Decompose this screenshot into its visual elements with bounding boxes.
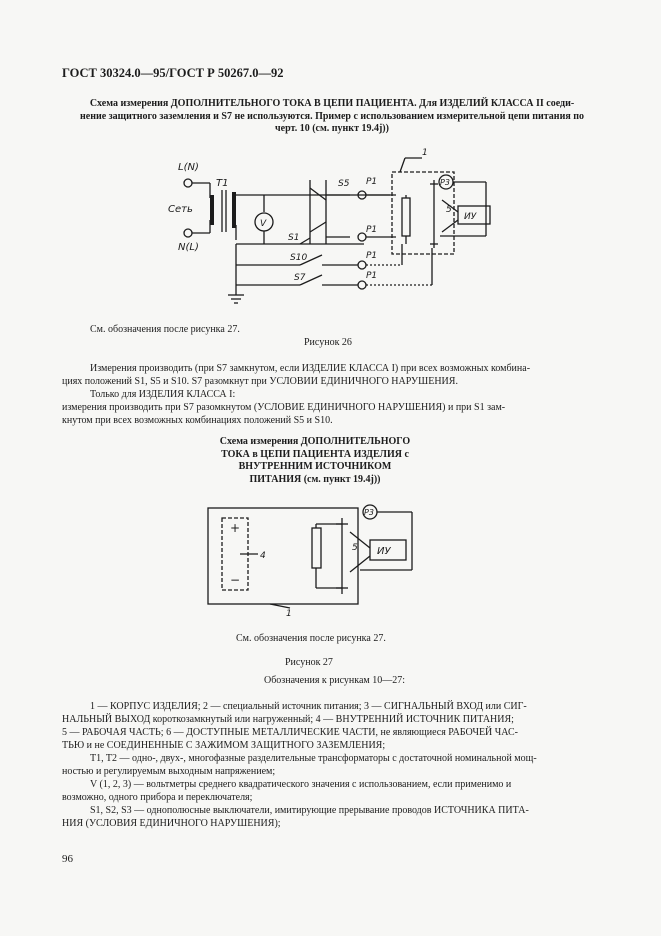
figure-26-diagram: L(N) N(L) Сеть T1 V S5 S1 S10 S7 P1 P1 P… (168, 148, 491, 304)
paragraph-3-line-2: кнутом при всех возможных комбинациях по… (62, 415, 333, 426)
label-t1: T1 (216, 178, 228, 189)
label-ln: L(N) (178, 162, 199, 173)
paragraph-3: измерения производить при S7 разомкнутом… (62, 401, 602, 427)
label-s10: S10 (290, 253, 307, 263)
label-p1-b: P1 (366, 225, 377, 235)
label-n1: 1 (286, 609, 292, 619)
page-number: 96 (62, 853, 73, 865)
figure-27-title-line-1: Схема измерения ДОПОЛНИТЕЛЬНОГО (219, 436, 411, 447)
figure-26-title-line-1: Схема измерения ДОПОЛНИТЕЛЬНОГО ТОКА В Ц… (89, 98, 575, 109)
label-s1: S1 (288, 233, 299, 243)
label-nl: N(L) (178, 242, 199, 253)
label-n1: 1 (422, 148, 428, 158)
legend-line-6: ностью и регулируемым выходным напряжени… (62, 766, 276, 777)
legend-line-8: возможно, одного прибора и переключателя… (62, 792, 253, 803)
label-p1-d: P1 (366, 271, 377, 281)
paragraph-1-line-1: Измерения производить (при S7 замкнутом,… (90, 363, 531, 374)
label-n5: 5 (446, 205, 452, 215)
figure-26-title: Схема измерения ДОПОЛНИТЕЛЬНОГО ТОКА В Ц… (62, 98, 602, 136)
label-net: Сеть (168, 204, 193, 215)
legend-line-10: НИЯ (УСЛОВИЯ ЕДИНИЧНОГО НАРУШЕНИЯ); (62, 818, 281, 829)
label-n4: 4 (260, 551, 266, 561)
label-p3: P3 (440, 178, 450, 187)
label-plus: + (230, 521, 240, 535)
legend-block: 1 — КОРПУС ИЗДЕЛИЯ; 2 — специальный исто… (62, 700, 602, 830)
figure-26-title-line-2: нение защитного заземления и S7 не испол… (80, 110, 584, 122)
figure-27-title-line-3: ВНУТРЕННИМ ИСТОЧНИКОМ (238, 461, 392, 472)
figure-27-note: См. обозначения после рисунка 27. (236, 633, 386, 644)
label-p3: P3 (364, 508, 374, 517)
legend-heading: Обозначения к рисункам 10—27: (264, 675, 406, 686)
label-p1-a: P1 (366, 177, 377, 187)
figure-27-title: Схема измерения ДОПОЛНИТЕЛЬНОГО ТОКА в Ц… (190, 436, 440, 486)
figure-26-note: См. обозначения после рисунка 27. (90, 324, 240, 335)
figure-26-title-line-3: черт. 10 (см. пункт 19.4j)) (275, 123, 389, 134)
figure-27-diagram: + − 4 5 1 P3 ИУ (207, 504, 413, 619)
paragraph-3-line-1: измерения производить при S7 разомкнутом… (62, 402, 506, 413)
paragraph-2: Только для ИЗДЕЛИЯ КЛАССА I: (90, 389, 236, 400)
figure-26-caption: Рисунок 26 (304, 337, 352, 348)
label-iu: ИУ (464, 212, 477, 222)
figure-27-caption: Рисунок 27 (285, 657, 333, 668)
figure-27-title-line-2: ТОКА в ЦЕПИ ПАЦИЕНТА ИЗДЕЛИЯ с (221, 448, 409, 460)
label-v: V (260, 219, 267, 229)
label-n5: 5 (352, 543, 358, 553)
label-p1-c: P1 (366, 251, 377, 261)
label-s7: S7 (294, 273, 306, 283)
legend-line-5: T1, T2 — одно-, двух-, многофазные разде… (90, 753, 537, 764)
legend-line-9: S1, S2, S3 — однополюсные выключатели, и… (90, 805, 529, 816)
legend-line-3: 5 — РАБОЧАЯ ЧАСТЬ; 6 — ДОСТУПНЫЕ МЕТАЛЛИ… (62, 727, 518, 738)
legend-line-4: ТЬЮ и не СОЕДИНЕННЫЕ С ЗАЖИМОМ ЗАЩИТНОГО… (62, 740, 386, 751)
legend-line-7: V (1, 2, 3) — вольтметры среднего квадра… (90, 779, 512, 790)
label-iu: ИУ (377, 546, 391, 557)
paragraph-1-line-2: циях положений S1, S5 и S10. S7 разомкну… (62, 376, 458, 387)
label-minus: − (230, 573, 240, 587)
legend-line-2: НАЛЬНЫЙ ВЫХОД короткозамкнутый или нагру… (62, 714, 514, 725)
document-header: ГОСТ 30324.0—95/ГОСТ Р 50267.0—92 (62, 66, 284, 80)
label-s5: S5 (338, 179, 350, 189)
figure-27-title-line-4: ПИТАНИЯ (см. пункт 19.4j)) (249, 473, 381, 485)
paragraph-1: Измерения производить (при S7 замкнутом,… (62, 362, 602, 388)
legend-line-1: 1 — КОРПУС ИЗДЕЛИЯ; 2 — специальный исто… (90, 701, 527, 712)
